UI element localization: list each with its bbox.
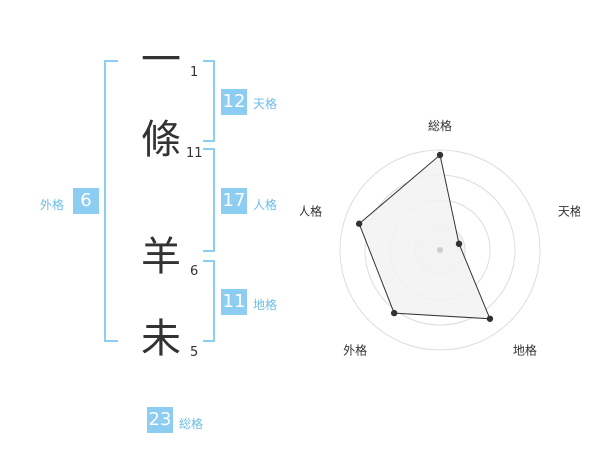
axis-label-gaikaku: 外格: [343, 342, 367, 357]
stroke-count-1: 1: [190, 65, 199, 80]
radar-chart: 総格 天格 地格 外格 人格: [300, 118, 580, 357]
name-char-4: 未: [141, 316, 181, 362]
axis-label-soukaku: 総格: [428, 118, 452, 133]
radar-point: [486, 315, 494, 322]
axis-label-chikaku: 地格: [513, 342, 537, 357]
chikaku-bracket: [203, 260, 215, 342]
radar-point: [436, 151, 444, 159]
jinkaku-bracket: [203, 148, 215, 252]
name-char-1: 一: [141, 37, 181, 83]
jinkaku-value: 17: [221, 188, 247, 214]
radar-polygon: [358, 154, 491, 320]
chikaku-label: 地格: [253, 298, 278, 312]
stroke-count-4: 5: [190, 345, 199, 360]
gaikaku-value: 6: [73, 188, 99, 214]
radar-ring: [339, 149, 541, 351]
name-char-3: 羊: [141, 234, 181, 280]
gaikaku-bracket: [104, 60, 118, 342]
soukaku-value: 23: [147, 407, 173, 433]
tenkaku-label: 天格: [253, 97, 278, 111]
stroke-count-2: 11: [186, 146, 203, 161]
tenkaku-value: 12: [221, 89, 247, 115]
gaikaku-label: 外格: [40, 198, 65, 212]
tenkaku-bracket: [203, 60, 215, 142]
jinkaku-label: 人格: [253, 198, 278, 212]
radar-point: [355, 220, 363, 227]
name-char-2: 條: [141, 117, 181, 163]
chikaku-value: 11: [221, 289, 247, 315]
soukaku-label: 総格: [179, 417, 204, 431]
axis-label-jinkaku: 人格: [300, 204, 322, 219]
radar-point: [455, 240, 463, 248]
axis-label-tenkaku: 天格: [558, 204, 580, 219]
stroke-count-3: 6: [190, 264, 199, 279]
radar-point: [390, 309, 398, 317]
radar-center: [437, 247, 443, 253]
